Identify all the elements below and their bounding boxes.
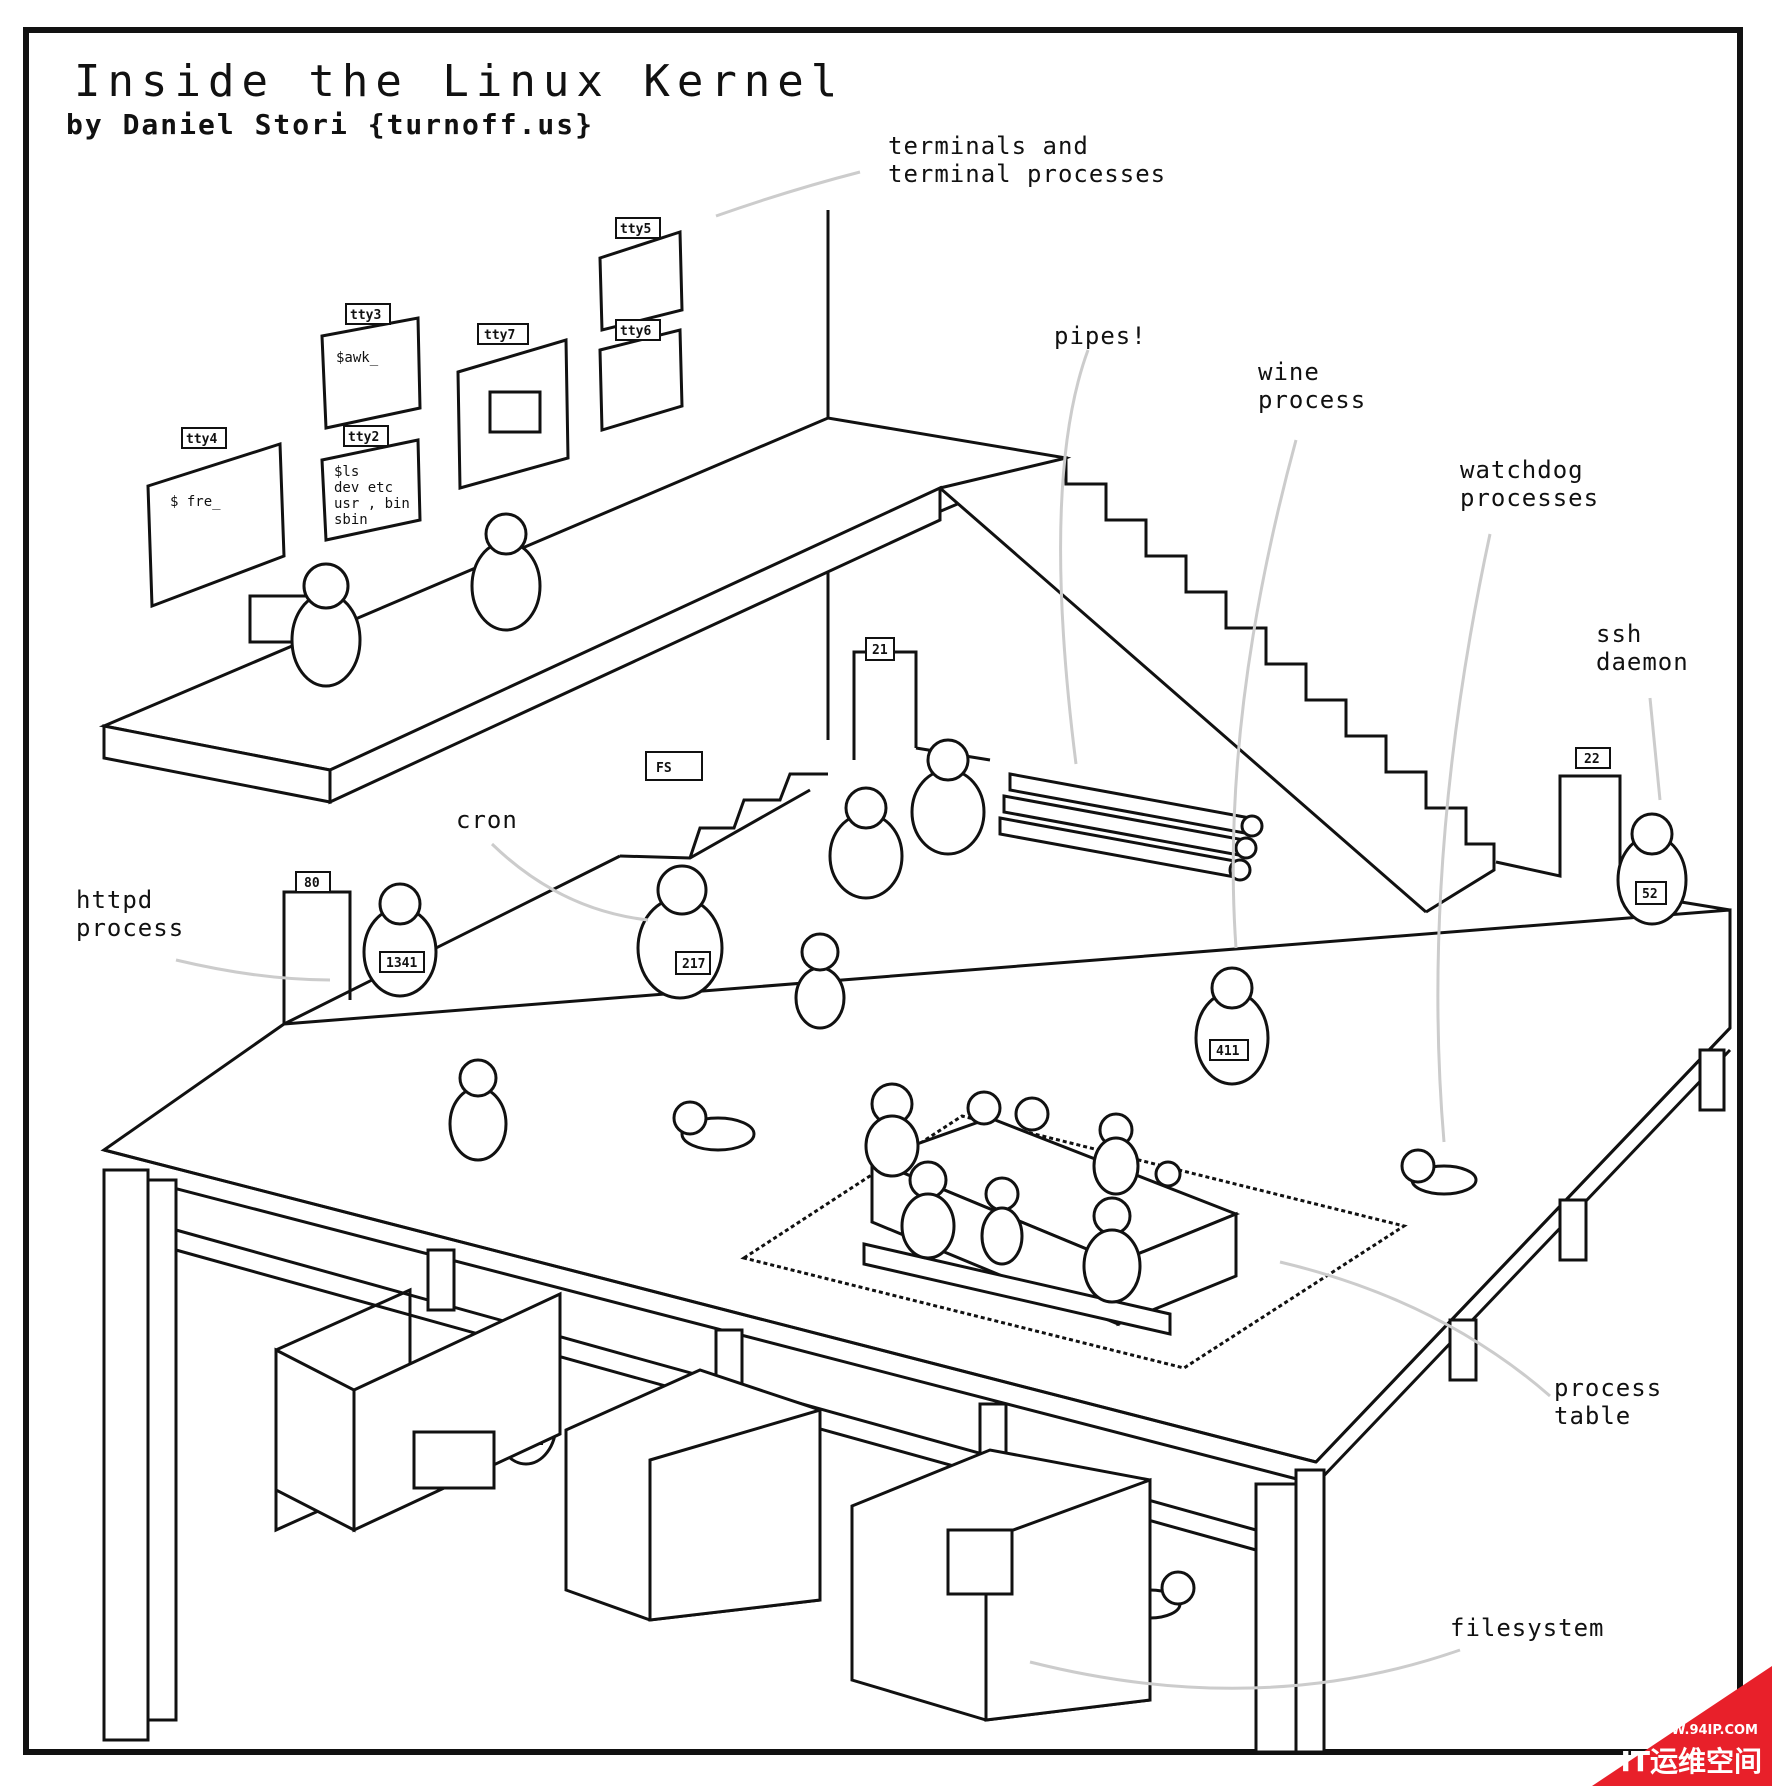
upper-floor (98, 416, 1072, 805)
label-terminals: terminals and terminal processes (888, 132, 1167, 188)
tty2-screen-text-2: dev etc (334, 480, 393, 496)
comic-byline: by Daniel Stori {turnoff.us} (66, 108, 595, 141)
bench (862, 1242, 1172, 1336)
filing-cabinets (274, 1287, 1152, 1722)
tty2-screen-text-1: $ls (334, 464, 359, 480)
tty4-screen-text: $ fre_ (170, 494, 221, 510)
staircase (939, 456, 1496, 914)
ssh-badge: 52 (1642, 887, 1658, 902)
tty6-screen (598, 328, 684, 433)
tty2-screen-text-4: sbin (334, 512, 368, 528)
label-cron: cron (456, 806, 518, 834)
port-22-tag: 22 (1584, 752, 1600, 767)
cron-badge: 217 (682, 957, 705, 972)
comic-title: Inside the Linux Kernel (74, 56, 845, 107)
tty3-screen-text: $awk_ (336, 350, 379, 366)
watermark-triangle (1592, 1666, 1772, 1786)
label-pipes: pipes! (1054, 322, 1147, 350)
watermark-url: WWW.94IP.COM (1642, 1723, 1758, 1738)
terminal-screens (146, 229, 684, 644)
leader-lines (175, 170, 1662, 1690)
tty3-screen (320, 316, 422, 430)
label-watchdog: watchdog processes (1460, 456, 1600, 512)
label-filesystem: filesystem (1450, 1614, 1605, 1642)
port-80-tag: 80 (304, 876, 320, 891)
tty5-tag: tty5 (620, 222, 651, 237)
label-process-table: process table (1554, 1374, 1663, 1430)
door-tag-boxes (295, 637, 1611, 893)
tty2-screen-text-3: usr , bin (334, 496, 410, 512)
tty7-screen (456, 338, 570, 490)
process-table-sitters (864, 1082, 1182, 1304)
watermark-name: IT运维空间 (1620, 1745, 1762, 1778)
tty6-tag: tty6 (620, 324, 651, 339)
penguin-pipe-2 (910, 768, 986, 856)
elf-character (794, 966, 846, 1030)
tty3-tag: tty3 (350, 308, 381, 323)
tty4-screen (146, 441, 286, 609)
label-httpd: httpd process (76, 886, 185, 942)
penguin-wandering (448, 1086, 508, 1162)
pipes (998, 772, 1264, 882)
label-wine: wine process (1258, 358, 1367, 414)
tty4-tag: tty4 (186, 432, 217, 447)
wine-badge: 411 (1216, 1044, 1240, 1059)
tty5-screen (598, 229, 684, 332)
httpd-badge: 1341 (386, 956, 417, 971)
label-ssh: ssh daemon (1596, 620, 1689, 676)
tty2-tag: tty2 (348, 430, 379, 445)
tty-tag-boxes (181, 217, 661, 449)
tty7-tag: tty7 (484, 328, 515, 343)
comic-frame (23, 27, 1743, 1755)
port-21-tag: 21 (872, 643, 888, 658)
fs-tag: FS (656, 761, 672, 776)
